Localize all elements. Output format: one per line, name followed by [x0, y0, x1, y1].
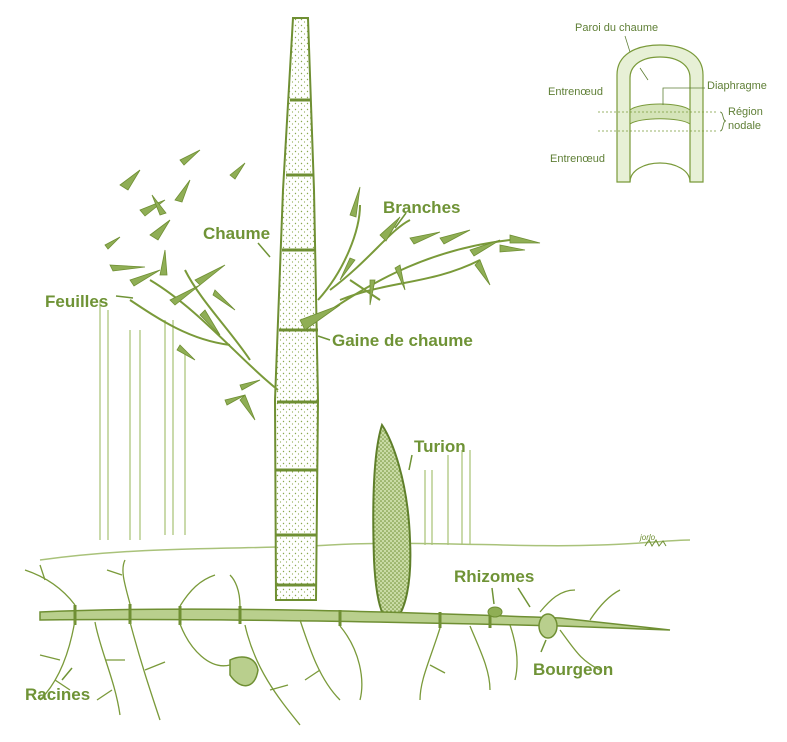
label-bourgeon: Bourgeon — [533, 660, 614, 679]
inset-label-diaphragme: Diaphragme — [707, 80, 767, 92]
culm-cross-section-inset — [598, 35, 727, 183]
roots — [24, 559, 621, 726]
label-racines: Racines — [25, 685, 91, 704]
label-branches: Branches — [383, 198, 461, 217]
background-culms — [99, 300, 471, 545]
turion-shoot — [372, 422, 412, 624]
inset-label-paroi: Paroi du chaume — [575, 22, 659, 34]
label-turion: Turion — [414, 437, 466, 456]
bud-large — [538, 613, 558, 639]
rhizome — [39, 604, 671, 687]
label-gaine-de-chaume: Gaine de chaume — [332, 331, 473, 350]
ground-line — [39, 539, 691, 561]
label-rhizomes: Rhizomes — [454, 567, 535, 586]
label-feuilles: Feuilles — [45, 292, 109, 311]
bud — [487, 606, 503, 618]
inset-label-nodale: nodale — [728, 120, 762, 132]
branches-left — [129, 269, 279, 391]
inset-label-region: Région — [728, 106, 763, 118]
inset-label-entrenoeud-bottom: Entrenœud — [550, 153, 606, 165]
inset-label-entrenoeud-top: Entrenœud — [548, 86, 604, 98]
main-culm — [273, 17, 320, 601]
label-arrows — [61, 212, 547, 681]
leaves — [104, 149, 541, 421]
signature-mark — [644, 539, 667, 547]
label-chaume: Chaume — [203, 224, 271, 243]
artist-signature: jorlo — [640, 533, 656, 542]
bud-lower — [229, 656, 259, 687]
